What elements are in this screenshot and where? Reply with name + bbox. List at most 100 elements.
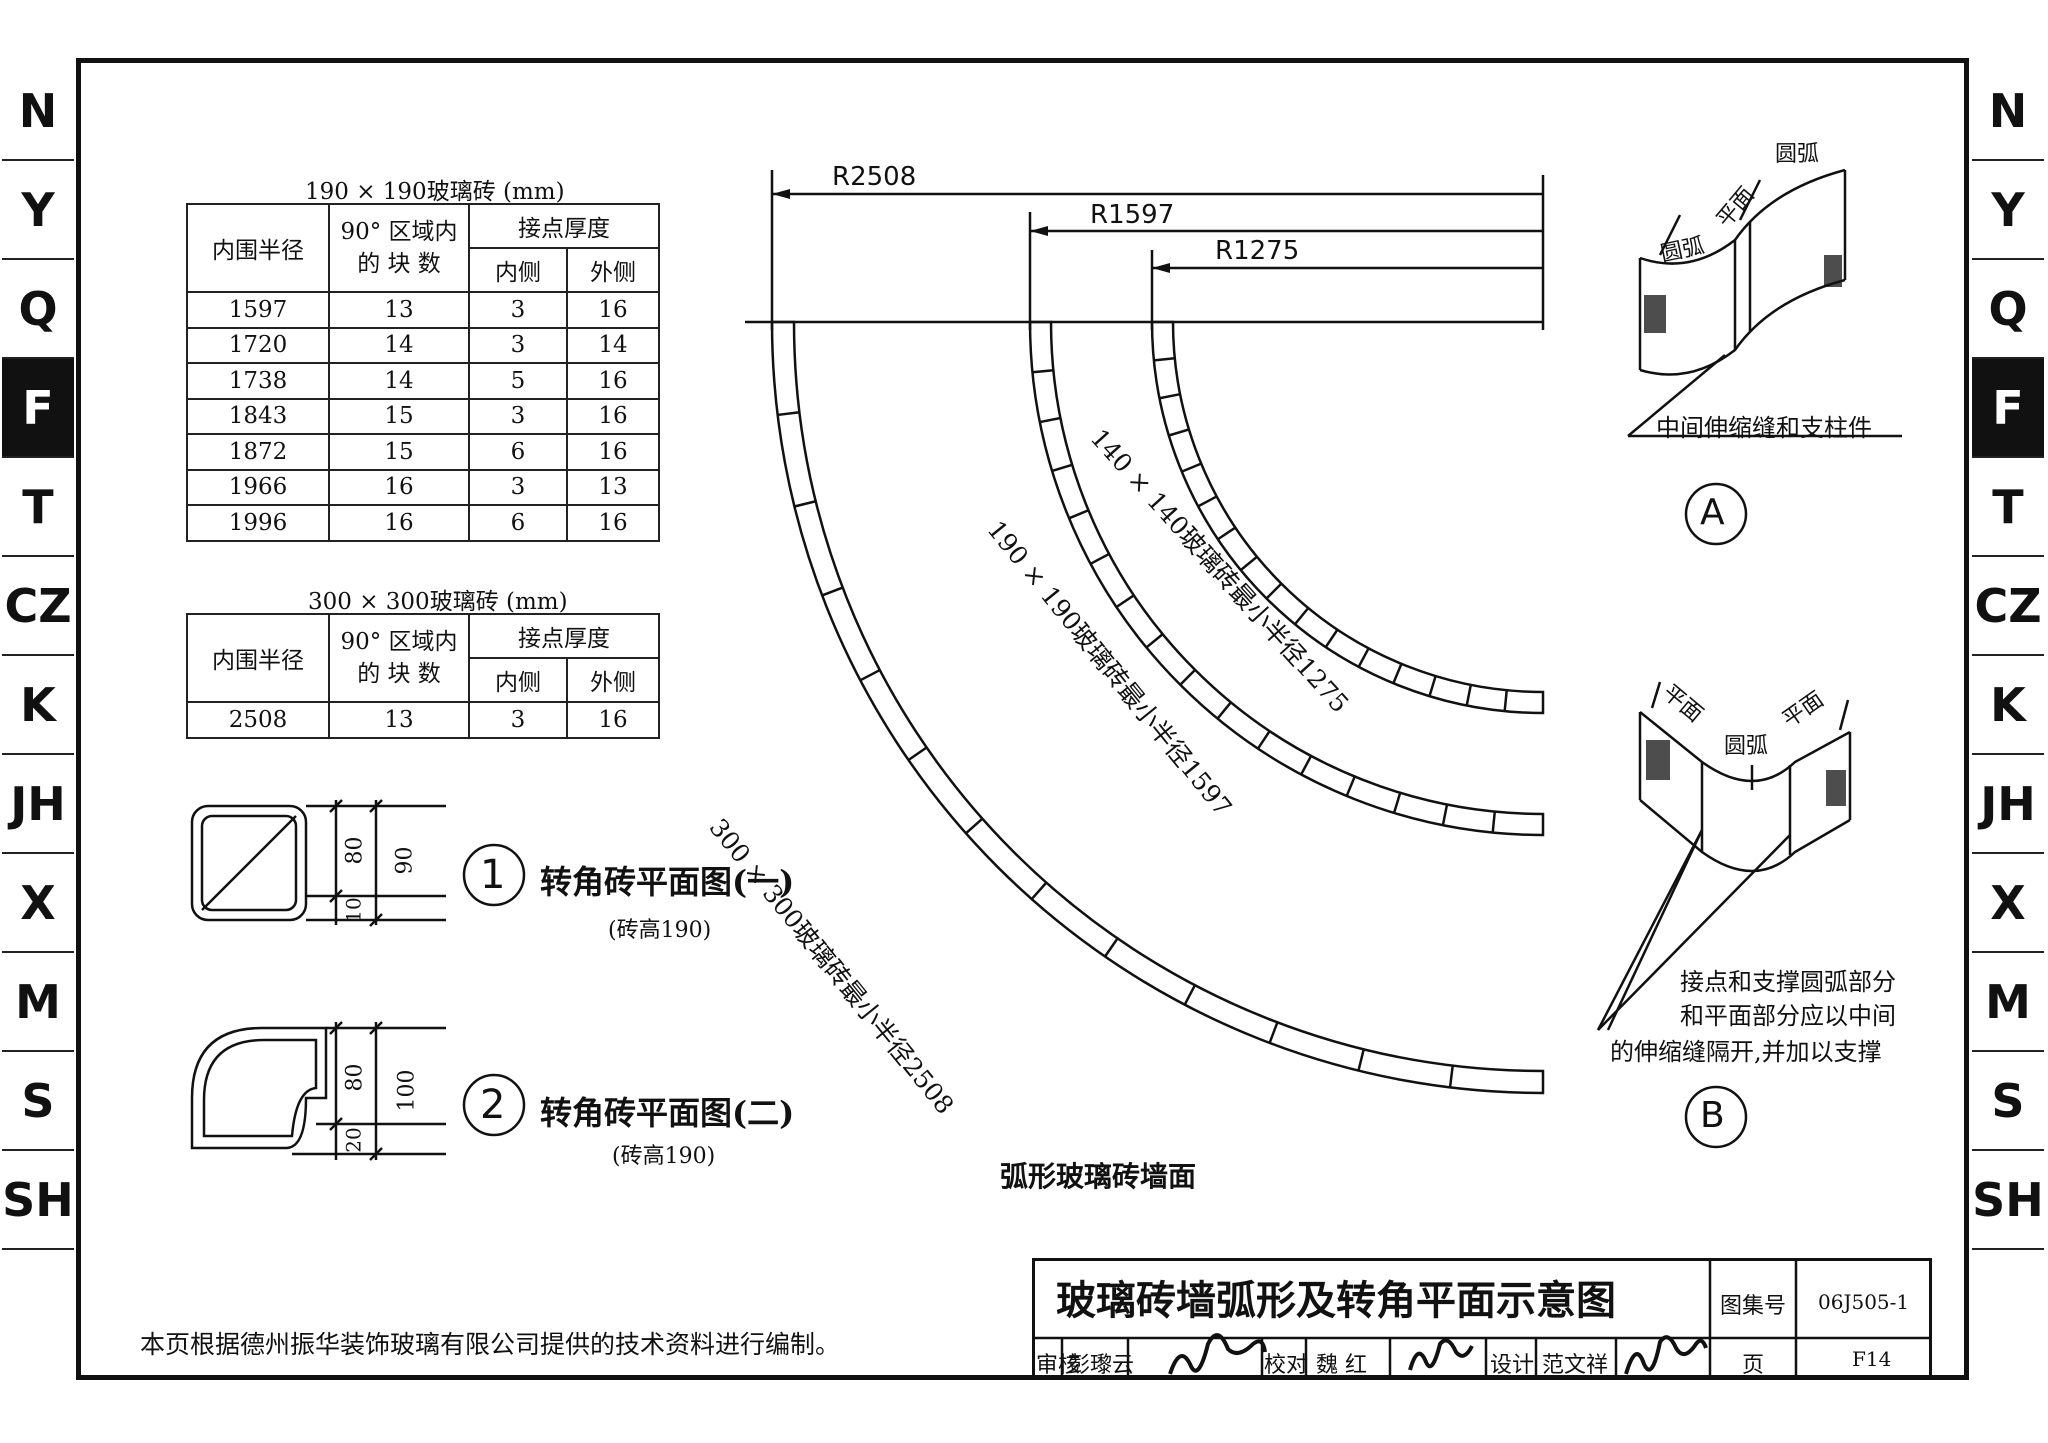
table-cell: 6 <box>468 433 568 471</box>
section-tab-sh[interactable]: SH <box>1972 1151 2044 1250</box>
arc-190-joint <box>1032 368 1054 374</box>
arc-300-joint <box>1448 1065 1454 1088</box>
section-tab-m[interactable]: M <box>1972 953 2044 1052</box>
corner-2-marker-circle <box>462 1073 526 1137</box>
corner-brick-1-drawing <box>190 799 446 927</box>
table-cell: 13 <box>566 468 660 506</box>
table-cell: 16 <box>566 701 660 739</box>
section-tab-y[interactable]: Y <box>1972 161 2044 260</box>
detail-b-arc-label: 圆弧 <box>1724 734 1769 759</box>
table1-header-outer: 外侧 <box>566 247 660 293</box>
table-cell: 1966 <box>186 468 330 506</box>
arc-190-joint <box>1441 804 1449 826</box>
atlas-number: 06J505-1 <box>1818 1290 1910 1314</box>
arc-140-joint <box>1324 628 1339 648</box>
section-tab-jh[interactable]: JH <box>1972 755 2044 854</box>
arc-300-joint <box>907 746 928 762</box>
detail-b-note-line2: 和平面部分应以中间 <box>1680 1002 1896 1030</box>
table-cell: 15 <box>328 397 470 435</box>
corner2-subtitle: (砖高190) <box>612 1144 716 1169</box>
table2-header-radius: 内围半径 <box>186 613 330 703</box>
arc-140-joint <box>1197 495 1218 508</box>
arc-140-joint <box>1168 428 1190 437</box>
r1597-label: R1597 <box>1090 200 1175 230</box>
section-tab-t[interactable]: T <box>1972 458 2044 557</box>
detail-a-arc2-label: 圆弧 <box>1775 142 1820 167</box>
section-tab-t[interactable]: T <box>2 458 74 557</box>
section-tab-y[interactable]: Y <box>2 161 74 260</box>
section-tab-cz[interactable]: CZ <box>2 557 74 656</box>
detail-a-marker: A <box>1700 492 1725 533</box>
table-cell: 16 <box>566 362 660 400</box>
section-tab-q[interactable]: Q <box>2 260 74 359</box>
table-cell: 16 <box>566 504 660 542</box>
table2-header-thickness: 接点厚度 <box>468 613 660 659</box>
section-tab-m[interactable]: M <box>2 953 74 1052</box>
detail-a-drawing <box>1627 168 1902 438</box>
r2508-label: R2508 <box>832 162 917 192</box>
corner1-dim-90: 90 <box>392 846 418 875</box>
section-tab-jh[interactable]: JH <box>2 755 74 854</box>
section-tab-f[interactable]: F <box>2 359 74 458</box>
design-label: 设计 <box>1490 1353 1535 1378</box>
corner1-subtitle: (砖高190) <box>608 918 712 943</box>
arc-140-joint <box>1153 357 1175 362</box>
table-cell: 16 <box>566 433 660 471</box>
detail-b-marker-circle <box>1684 1085 1748 1149</box>
section-tab-x[interactable]: X <box>2 854 74 953</box>
arc-walls <box>770 320 1545 1095</box>
corner-brick-2-drawing <box>190 1021 446 1161</box>
arc-190-joint <box>1068 509 1089 520</box>
table1-header-count: 90° 区域内的 块 数 <box>328 203 470 293</box>
table2-header-count: 90° 区域内的 块 数 <box>328 613 470 703</box>
arc-caption: 弧形玻璃砖墙面 <box>1000 1160 1197 1193</box>
arc-300-joint <box>794 500 817 508</box>
section-tab-s[interactable]: S <box>2 1052 74 1151</box>
table-cell: 1597 <box>186 291 330 329</box>
arc-190-joint <box>1345 776 1356 797</box>
table-cell: 16 <box>566 397 660 435</box>
corner2-dim-20: 20 <box>341 1127 366 1153</box>
section-tab-cz[interactable]: CZ <box>1972 557 2044 656</box>
table1-header-inner: 内侧 <box>468 247 568 293</box>
arc-300-joint <box>1030 881 1048 900</box>
section-tab-n[interactable]: N <box>2 62 74 161</box>
section-tab-k[interactable]: K <box>2 656 74 755</box>
section-tab-sh[interactable]: SH <box>2 1151 74 1250</box>
arc-300-outline <box>770 320 1545 1095</box>
detail-a-hatching <box>1644 255 1842 333</box>
table-cell: 14 <box>328 362 470 400</box>
table-cell: 1996 <box>186 504 330 542</box>
table-cell: 16 <box>328 468 470 506</box>
table-cell: 3 <box>468 291 568 329</box>
title-block <box>1032 1258 1932 1378</box>
arc-140-joint <box>1293 607 1310 626</box>
table-cell: 6 <box>468 504 568 542</box>
corner1-title: 转角砖平面图(一) <box>540 863 795 901</box>
section-tab-q[interactable]: Q <box>1972 260 2044 359</box>
section-tab-x[interactable]: X <box>1972 854 2044 953</box>
arc-190-joint <box>1300 755 1313 776</box>
arc-140-outline <box>1150 320 1545 715</box>
arc-140-joint <box>1181 462 1202 473</box>
arc-140-joint <box>1265 582 1283 600</box>
arc-300-joint <box>777 411 800 417</box>
arc-190-joint <box>1089 552 1110 565</box>
corner1-dim-80: 80 <box>342 836 368 865</box>
section-tab-f[interactable]: F <box>1972 359 2044 458</box>
arc-190-joint <box>1392 792 1402 814</box>
section-tab-s[interactable]: S <box>1972 1052 2044 1151</box>
section-tab-n[interactable]: N <box>1972 62 2044 161</box>
section-tab-k[interactable]: K <box>1972 656 2044 755</box>
checker-name: 魏 红 <box>1316 1353 1367 1378</box>
